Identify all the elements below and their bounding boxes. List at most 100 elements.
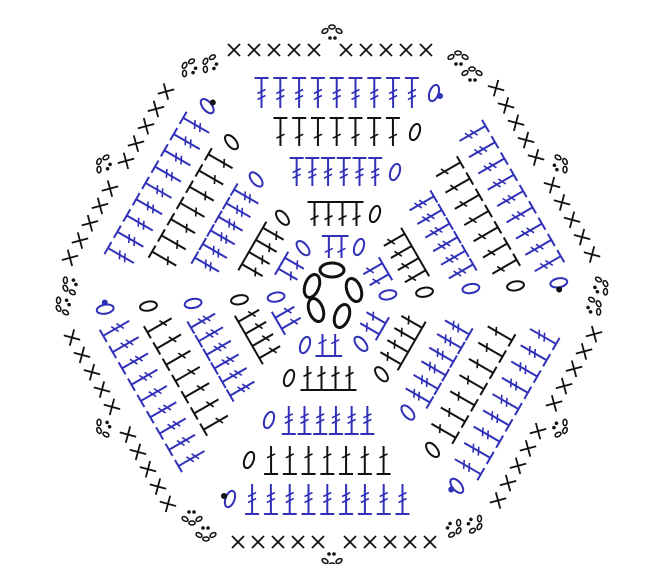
stitch-top — [466, 173, 473, 185]
stitch-bar — [426, 362, 433, 371]
stitch-top — [494, 221, 501, 233]
stitch-post — [222, 368, 246, 382]
stitch-post — [285, 258, 304, 269]
chain-oval — [427, 83, 441, 102]
picot-symbol — [447, 51, 469, 66]
chain-oval — [247, 170, 265, 189]
stitch-bar — [517, 210, 524, 219]
stitch-post — [507, 207, 533, 222]
stitch-post — [464, 443, 490, 458]
stitch-bar — [210, 246, 217, 255]
stitch-symbol — [104, 242, 137, 269]
stitch-bar — [507, 379, 514, 388]
single-crochet-symbol — [520, 440, 536, 456]
picot-loop — [57, 297, 61, 303]
stitch-post — [160, 418, 186, 433]
stitch-bar — [492, 327, 499, 336]
picot-loop — [102, 431, 110, 438]
stitch-symbol — [489, 388, 522, 415]
stitch-bar — [540, 261, 547, 270]
single-crochet-symbol — [118, 153, 134, 169]
sc-stroke — [544, 177, 560, 193]
stitch-symbol — [137, 380, 170, 407]
sc-stroke — [62, 250, 78, 266]
chain-oval — [462, 283, 480, 295]
sc-stroke — [150, 478, 166, 494]
stitch-bar — [178, 351, 185, 360]
stitch-top — [430, 190, 437, 202]
chain-oval — [506, 280, 524, 292]
stitch-top — [200, 424, 207, 436]
chain-oval — [424, 440, 442, 459]
stitch-symbol — [166, 429, 199, 456]
stitch-post — [478, 159, 504, 174]
stitch-top — [462, 415, 469, 427]
stitch-post — [535, 256, 561, 271]
stitch-round — [298, 334, 342, 356]
picot-loop — [554, 154, 562, 161]
chain-oval — [230, 294, 248, 306]
picot-loop — [335, 28, 343, 35]
stitch-post — [521, 345, 547, 360]
stitch-symbol — [380, 228, 408, 252]
stitch-top — [256, 352, 263, 364]
stitch-post — [242, 264, 263, 276]
stitch-top — [191, 252, 198, 264]
stitch-post — [180, 203, 204, 217]
single-crochet-symbol — [574, 229, 590, 245]
picot-loop — [475, 70, 483, 77]
stitch-symbol — [151, 161, 184, 188]
stitch-bar — [419, 198, 426, 207]
stitch-post — [208, 154, 232, 168]
chain-oval — [373, 365, 391, 384]
picot-loop — [602, 280, 609, 288]
stitch-bar — [230, 221, 237, 230]
stitch-symbol — [278, 312, 304, 335]
stitch-bar — [131, 237, 138, 246]
stitch-symbol — [123, 209, 156, 236]
picot-symbol — [442, 515, 466, 541]
stitch-top — [477, 468, 484, 480]
single-crochet-symbol — [586, 326, 602, 342]
stitch-symbol — [273, 118, 287, 146]
stitch-symbol — [308, 202, 322, 226]
stitch-symbol — [360, 257, 386, 280]
stitch-symbol — [330, 78, 344, 108]
stitch-top — [153, 342, 160, 354]
stitch-bar — [116, 250, 123, 259]
stitch-top — [191, 407, 198, 419]
stitch-top — [227, 390, 234, 402]
picot-symbol — [177, 55, 201, 81]
sc-stroke — [528, 149, 544, 165]
sc-stroke — [148, 101, 164, 117]
stitch-symbol — [311, 78, 325, 108]
picot-dot — [466, 521, 471, 526]
picot-loop — [455, 51, 461, 55]
stitch-top — [259, 222, 266, 234]
stitch-round — [177, 290, 257, 401]
sc-stroke — [160, 496, 176, 512]
stitch-top — [211, 362, 218, 374]
single-crochet-symbol — [490, 492, 506, 508]
stitch-post — [394, 328, 415, 340]
stitch-symbol — [345, 406, 359, 434]
stitch-post — [136, 199, 162, 214]
stitch-round — [263, 285, 304, 334]
stitch-symbol — [394, 252, 422, 276]
picot-loop — [562, 158, 569, 166]
stitch-round — [348, 306, 389, 355]
stitch-bar — [233, 205, 240, 214]
stitch-post — [421, 361, 445, 375]
picot-loop — [595, 276, 603, 283]
stitch-bar — [430, 228, 437, 237]
stitch-bar — [198, 317, 205, 326]
picot-symbol — [181, 510, 203, 525]
stitch-round — [89, 295, 208, 472]
stitch-bar — [483, 343, 490, 352]
stitch-post — [122, 353, 148, 368]
stitch-bar — [140, 221, 147, 230]
stitch-symbol — [456, 120, 489, 147]
stitch-symbol — [337, 158, 351, 186]
picot-dot — [328, 36, 332, 40]
stitch-symbol — [437, 401, 468, 427]
